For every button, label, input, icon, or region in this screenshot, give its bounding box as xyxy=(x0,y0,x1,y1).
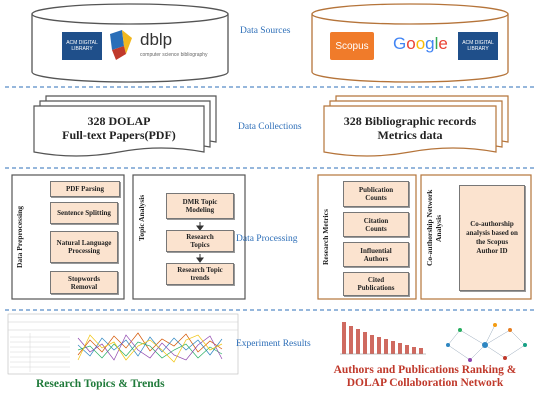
dmr-topic-modeling-box: DMR Topic Modeling xyxy=(166,193,234,219)
coauthorship-analysis-box: Co-authorship analysis based on the Scop… xyxy=(459,185,525,291)
nlp-box: Natural Language Processing xyxy=(50,231,118,263)
stage-label-data-processing: Data Processing xyxy=(236,234,298,244)
coauthorship-frame xyxy=(420,174,532,300)
research-metrics-frame xyxy=(317,174,417,300)
full-text-papers-label: 328 DOLAP Full-text Papers(PDF) xyxy=(62,114,176,142)
topic-analysis-label: Topic Analysis xyxy=(137,194,146,242)
dblp-logo-icon xyxy=(106,28,136,62)
preprocessing-frame xyxy=(11,174,125,300)
right-source-cylinder xyxy=(311,3,509,83)
google-logo: Google xyxy=(393,34,448,53)
acm-digital-library-logo: ACM DIGITAL LIBRARY xyxy=(62,32,102,60)
data-preprocessing-label: Data Preprocessing xyxy=(15,206,24,269)
stopwords-removal-box: Stopwords Removal xyxy=(50,271,118,294)
topic-analysis-frame xyxy=(132,174,246,300)
stage-label-data-collections: Data Collections xyxy=(238,122,302,132)
coauthorship-network-analysis-label: Co-authorship Network Analysis xyxy=(425,189,443,267)
dblp-subtitle: computer science bibliography xyxy=(140,52,208,58)
citation-counts-box: Citation Counts xyxy=(343,212,409,237)
cited-publications-box: Cited Publications xyxy=(343,272,409,296)
pdf-parsing-box: PDF Parsing xyxy=(50,181,120,197)
dblp-name: dblp xyxy=(140,30,173,49)
left-document-stack xyxy=(33,95,217,157)
acm-digital-library-logo-right: ACM DIGITAL LIBRARY xyxy=(458,32,498,60)
influential-authors-box: Influential Authors xyxy=(343,242,409,267)
stage-label-data-sources: Data Sources xyxy=(240,26,291,36)
research-metrics-label: Research Metrics xyxy=(321,209,330,265)
research-topics-box: Research Topics xyxy=(166,230,234,252)
left-source-cylinder xyxy=(31,3,229,83)
bibliographic-records-label: 328 Bibliographic records Metrics data xyxy=(343,114,477,142)
right-document-stack xyxy=(323,95,509,157)
scopus-logo: Scopus xyxy=(330,32,374,60)
stage-label-experiment-results: Experiment Results xyxy=(236,339,311,349)
ranking-network-thumbnail xyxy=(340,322,527,362)
research-topics-trends-title: Research Topics & Trends xyxy=(36,378,165,390)
publication-counts-box: Publication Counts xyxy=(343,181,409,207)
ranking-collaboration-title: Authors and Publications Ranking & DOLAP… xyxy=(333,364,517,389)
research-topic-trends-box: Research Topic trends xyxy=(166,263,234,285)
topics-trends-thumbnail xyxy=(7,313,239,375)
sentence-splitting-box: Sentence Splitting xyxy=(50,202,118,224)
